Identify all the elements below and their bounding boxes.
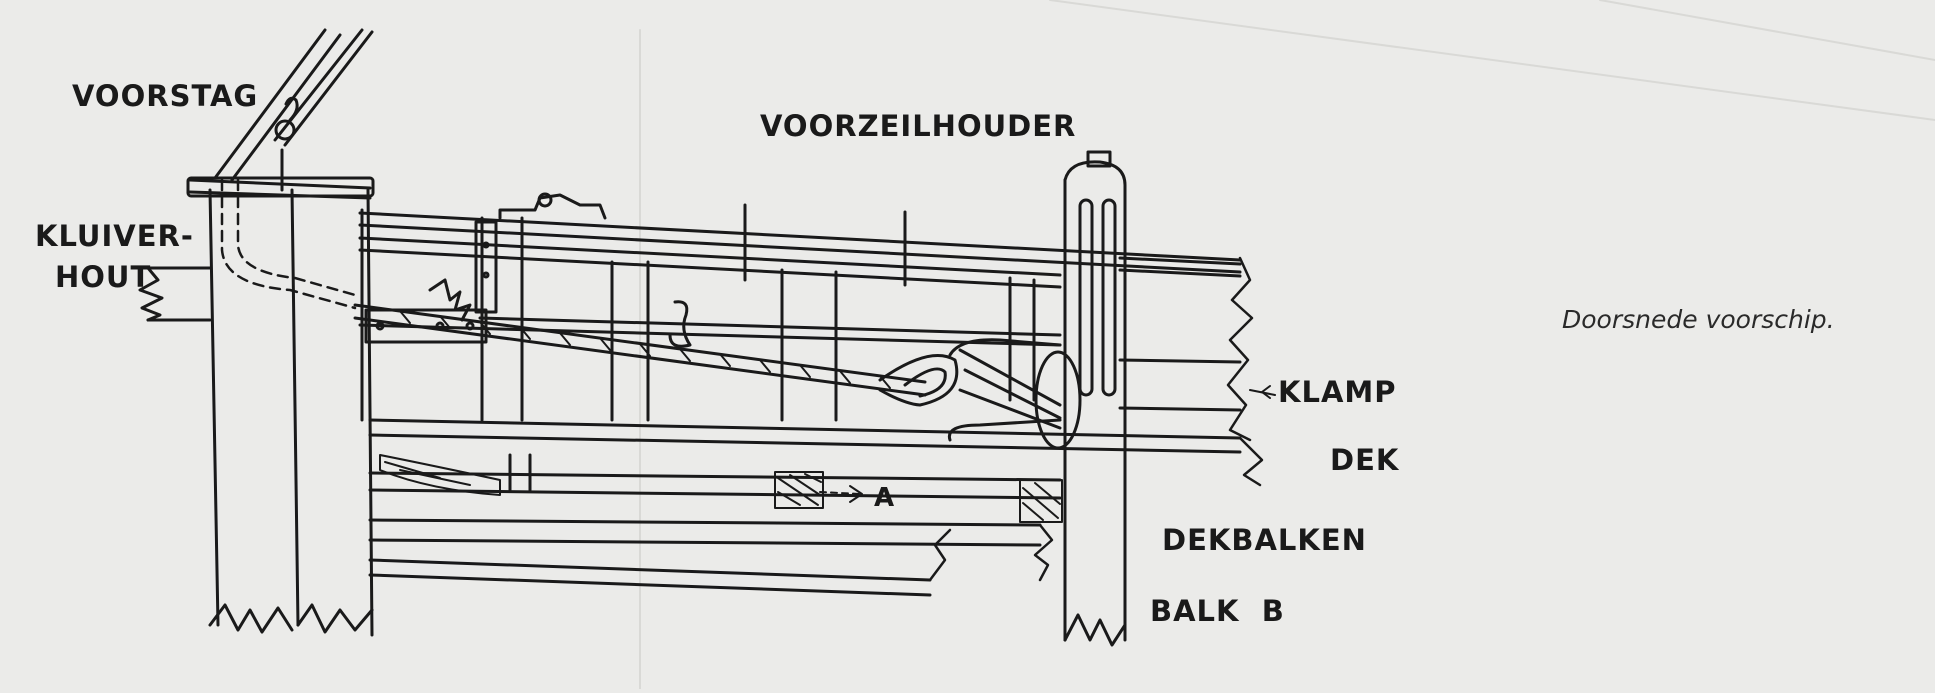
stanchions [360,208,1036,422]
label-a: A [874,483,896,513]
label-voorstag: VOORSTAG [72,79,259,113]
label-balk-b: BALK B [1150,594,1285,628]
dashed-stay [220,178,357,310]
ragged-ends [928,256,1264,582]
label-kluiverhout-line2: HOUT [55,260,152,294]
label-dekbalken: DEKBALKEN [1162,523,1367,557]
jib-boom-stub [138,266,212,322]
planking [358,316,1242,500]
label-dek: DEK [1330,443,1400,477]
label-kluiverhout-line1: KLUIVER- [35,219,194,253]
deck-beams [368,453,1042,597]
voorzeilhouder-post [1063,150,1127,647]
forestay-cables [213,28,374,192]
leader-lines [819,385,1276,503]
caption: Doorsnede voorschip. [1562,305,1835,334]
background-faint-lines [639,0,1935,690]
section-blocks [379,454,1063,523]
label-voorzeilhouder: VOORZEILHOUDER [760,109,1077,143]
bow-posts [186,176,375,637]
hardware-fittings [364,192,907,348]
label-klamp: KLAMP [1278,375,1397,409]
klamp-block [947,338,1082,450]
diagonal-stay [353,303,959,407]
